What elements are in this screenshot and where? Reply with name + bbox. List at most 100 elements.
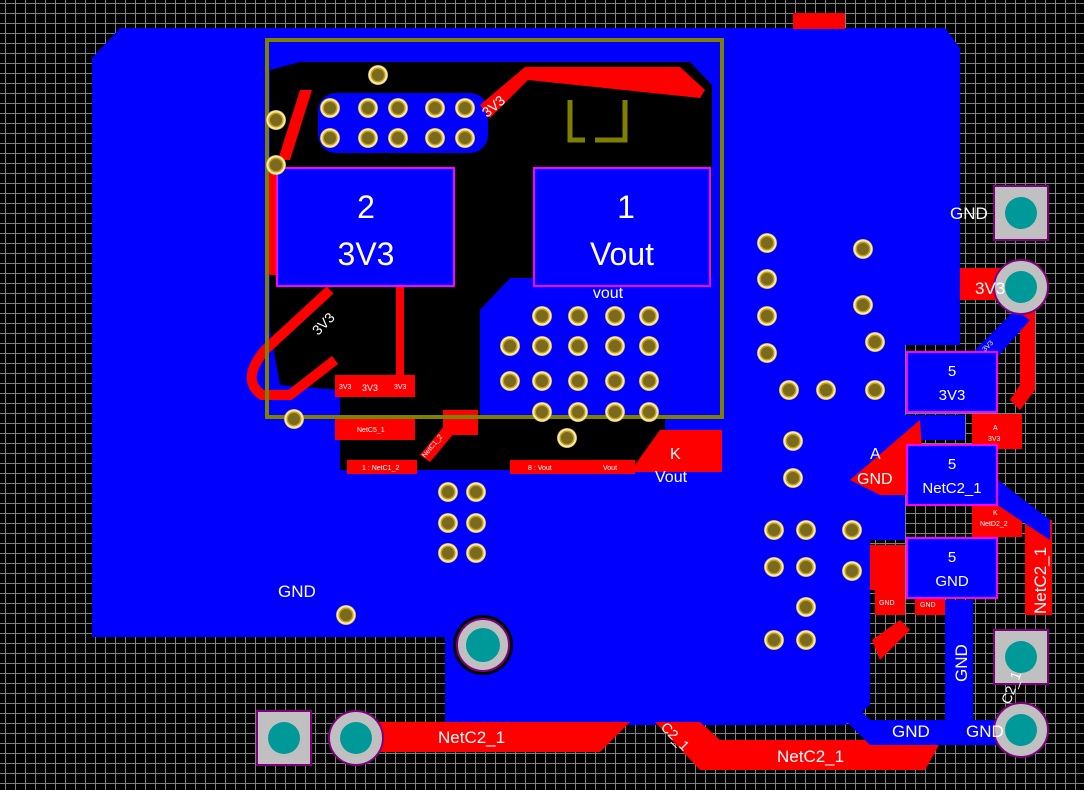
connector-right-ring-drill xyxy=(1005,714,1037,746)
pad-2-number: 2 xyxy=(357,189,375,225)
via-drill xyxy=(846,565,858,577)
via-drill xyxy=(362,102,374,114)
via-drill xyxy=(787,472,799,484)
label-vout-c: Vout xyxy=(603,465,617,472)
via-ring xyxy=(425,98,445,118)
via-ring xyxy=(336,605,356,625)
via-ring xyxy=(639,371,659,391)
netc2-blue-diag xyxy=(990,480,1050,540)
via-ring xyxy=(438,482,458,502)
pad-5a-net: 3V3 xyxy=(939,387,966,404)
via-ring xyxy=(438,513,458,533)
mount-hole-drill xyxy=(466,628,500,662)
via-ring xyxy=(266,155,286,175)
connector-bottom-ring-drill xyxy=(340,722,372,754)
via-drill xyxy=(761,310,773,322)
via-drill xyxy=(761,347,773,359)
label-netc5: NetC5_1 xyxy=(357,427,385,434)
via-ring xyxy=(455,128,475,148)
label-k-netd2-k: K xyxy=(993,510,998,517)
via-ring xyxy=(783,468,803,488)
via-drill xyxy=(609,310,621,322)
vias xyxy=(266,65,885,650)
via-ring xyxy=(368,65,388,85)
via-ring xyxy=(796,557,816,577)
label-netc2-bottom-left: NetC2_1 xyxy=(438,728,505,747)
via-ring xyxy=(764,557,784,577)
chip-r1 xyxy=(335,375,415,397)
pad-2[interactable] xyxy=(276,167,455,287)
trace-top-stub xyxy=(793,13,845,29)
chip-r2 xyxy=(335,418,415,440)
via-drill xyxy=(787,435,799,447)
via-ring xyxy=(816,380,836,400)
label-netc1-bar xyxy=(347,460,417,474)
via-ring xyxy=(466,482,486,502)
label-a-3v3-3v3: 3V3 xyxy=(988,436,1001,443)
via-drill xyxy=(820,384,832,396)
via-ring xyxy=(605,336,625,356)
trace-3v3-loop xyxy=(246,286,339,400)
via-ring xyxy=(557,428,577,448)
pad-5-gnd[interactable] xyxy=(906,537,998,599)
via-ring xyxy=(757,343,777,363)
label-a-gnd-a: A xyxy=(870,446,881,463)
label-small-gnd-b: GND xyxy=(920,602,936,609)
via-ring xyxy=(796,630,816,650)
via-drill xyxy=(643,406,655,418)
via-ring xyxy=(388,128,408,148)
via-ring xyxy=(532,402,552,422)
via-drill xyxy=(470,547,482,559)
via-ring xyxy=(532,336,552,356)
pad-2-net: 3V3 xyxy=(338,236,395,272)
trace-netc2-diag-2 xyxy=(872,620,910,660)
pin1-marker xyxy=(567,100,628,143)
via-drill xyxy=(470,517,482,529)
via-ring xyxy=(568,336,588,356)
via-ring xyxy=(757,269,777,289)
pad-5c-net: GND xyxy=(935,573,969,590)
connector-bottom-square[interactable] xyxy=(256,710,312,766)
via-drill xyxy=(800,524,812,536)
connector-bottom-square-drill xyxy=(268,722,300,754)
via-ring xyxy=(466,513,486,533)
via-drill xyxy=(869,336,881,348)
via-drill xyxy=(643,340,655,352)
via-drill xyxy=(372,69,384,81)
via-ring xyxy=(783,431,803,451)
gnd-trace-bottom xyxy=(845,700,945,745)
via-ring xyxy=(639,306,659,326)
label-k-vout-k: K xyxy=(670,446,681,463)
via-ring xyxy=(605,371,625,391)
label-gnd-conn-top: GND xyxy=(950,204,988,223)
via-ring xyxy=(853,239,873,259)
trace-3v3-vertical-right xyxy=(1010,300,1035,410)
via-ring xyxy=(358,128,378,148)
pad-1-number: 1 xyxy=(617,189,635,225)
via-ring xyxy=(757,306,777,326)
via-drill xyxy=(340,609,352,621)
via-drill xyxy=(869,384,881,396)
via-ring xyxy=(796,597,816,617)
label-k-vout-vout: Vout xyxy=(655,469,688,486)
connector-right-square[interactable] xyxy=(993,629,1049,685)
via-drill xyxy=(288,413,300,425)
via-drill xyxy=(429,102,441,114)
via-ring xyxy=(425,128,445,148)
via-ring xyxy=(865,380,885,400)
via-drill xyxy=(270,159,282,171)
via-ring xyxy=(568,371,588,391)
pad-5c-number: 5 xyxy=(948,549,956,566)
label-gnd-bottom-a: GND xyxy=(892,722,930,741)
connector-gnd-top-drill xyxy=(1005,197,1037,229)
via-drill xyxy=(846,524,858,536)
via-ring xyxy=(853,295,873,315)
chip-gnd-a xyxy=(875,590,905,615)
pad-5-netc2[interactable] xyxy=(906,444,998,506)
pad-1[interactable] xyxy=(533,167,711,287)
via-ring xyxy=(842,520,862,540)
pad-5-3v3[interactable] xyxy=(906,351,998,413)
label-gnd-left: GND xyxy=(278,582,316,601)
via-drill xyxy=(783,384,795,396)
pads xyxy=(276,167,998,599)
